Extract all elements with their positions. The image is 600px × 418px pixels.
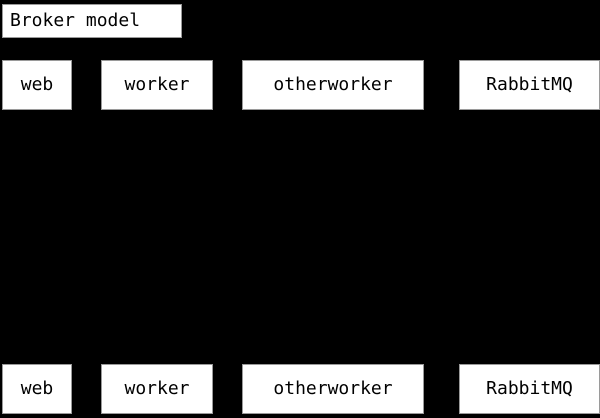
lifeline-web bbox=[37, 110, 38, 364]
participant-label: web bbox=[20, 74, 54, 95]
participant-box-top-otherworker[interactable]: otherworker bbox=[242, 60, 424, 110]
participant-label: worker bbox=[124, 378, 190, 399]
participant-label: otherworker bbox=[273, 378, 393, 399]
participant-label: worker bbox=[124, 74, 190, 95]
diagram-title-label: Broker model bbox=[10, 10, 141, 31]
participant-label: RabbitMQ bbox=[486, 74, 573, 95]
participant-box-top-web[interactable]: web bbox=[2, 60, 72, 110]
lifeline-rabbitmq bbox=[530, 110, 531, 364]
participant-box-bottom-worker[interactable]: worker bbox=[101, 364, 213, 414]
diagram-title-box: Broker model bbox=[2, 4, 182, 38]
participant-box-bottom-rabbitmq[interactable]: RabbitMQ bbox=[459, 364, 600, 414]
lifeline-worker bbox=[157, 110, 158, 364]
participant-box-bottom-otherworker[interactable]: otherworker bbox=[242, 364, 424, 414]
participant-box-top-worker[interactable]: worker bbox=[101, 60, 213, 110]
lifeline-otherworker bbox=[333, 110, 334, 364]
participant-label: web bbox=[20, 378, 54, 399]
participant-label: RabbitMQ bbox=[486, 378, 573, 399]
participant-label: otherworker bbox=[273, 74, 393, 95]
participant-box-bottom-web[interactable]: web bbox=[2, 364, 72, 414]
participant-box-top-rabbitmq[interactable]: RabbitMQ bbox=[459, 60, 600, 110]
